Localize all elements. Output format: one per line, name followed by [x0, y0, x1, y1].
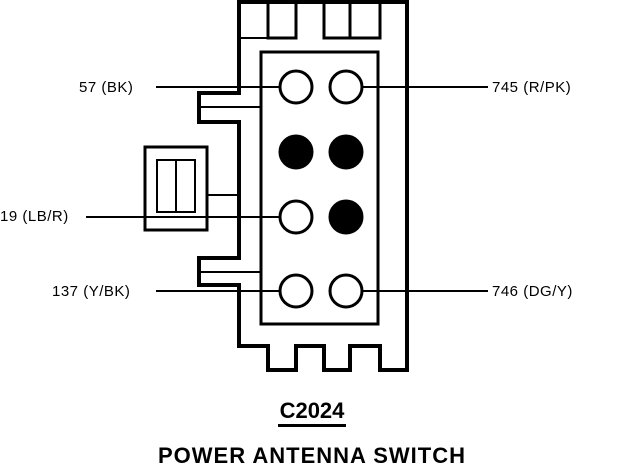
top-notch — [266, 2, 298, 40]
connector-id: C2024 — [0, 398, 624, 427]
wire-label-137-y-bk: 137 (Y/BK) — [52, 283, 131, 300]
wire-label-745-r-pk: 745 (R/PK) — [492, 79, 572, 96]
inner-cavity — [259, 50, 380, 326]
latch-inner — [156, 159, 196, 213]
pin-cavity-open — [328, 273, 364, 309]
pin-group — [278, 69, 364, 309]
pin-cavity-open — [278, 273, 314, 309]
connector-id-text: C2024 — [277, 398, 347, 427]
pin-cavity-filled — [328, 199, 364, 235]
pin-cavity-filled — [278, 134, 314, 170]
wire-label-746-dg-y: 746 (DG/Y) — [492, 283, 573, 300]
latch-box — [143, 145, 209, 232]
pin-cavity-filled — [328, 134, 364, 170]
leader-group — [86, 86, 488, 292]
component-name: POWER ANTENNA SWITCH — [157, 443, 467, 468]
pin-cavity-open — [278, 69, 314, 105]
pin-cavity-open — [328, 69, 364, 105]
top-notch — [350, 2, 382, 40]
top-notch — [322, 2, 352, 40]
wire-label-57-bk: 57 (BK) — [79, 79, 134, 96]
wire-label-19-lb-r: 19 (LB/R) — [0, 208, 69, 225]
connector-housing — [197, 0, 409, 372]
pin-cavity-open — [278, 199, 314, 235]
